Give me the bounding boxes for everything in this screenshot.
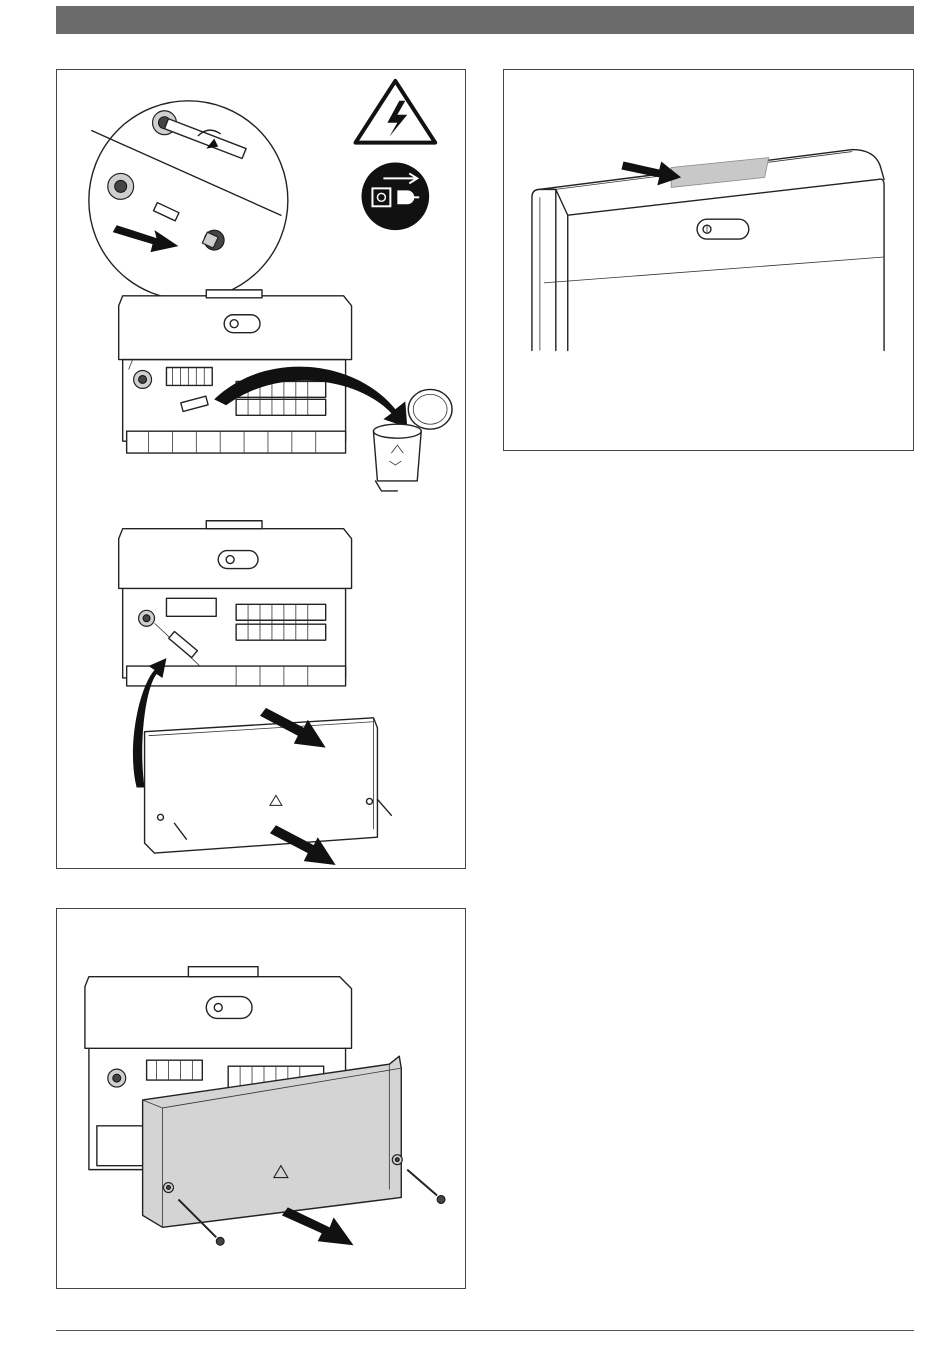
warning-high-voltage-icon	[356, 81, 436, 143]
page-header-bar	[56, 6, 914, 34]
figure-type-label-location	[503, 69, 914, 451]
pull-arrow-icon	[113, 225, 179, 252]
controller-unit-cover	[119, 521, 392, 853]
figure-cover-mounting	[56, 908, 466, 1289]
screw-icon-right	[407, 1170, 445, 1204]
page-footer-rule	[56, 1330, 914, 1331]
fuse-replacement-illustration	[57, 70, 465, 868]
controller-housing-top	[532, 150, 884, 351]
push-cover-arrow-icon	[282, 1207, 354, 1245]
disconnect-mains-plug-icon	[362, 163, 430, 231]
type-label-area	[671, 158, 768, 188]
cover-mounting-illustration	[57, 909, 465, 1288]
type-label-illustration	[504, 70, 913, 450]
figure-fuse-replacement	[56, 69, 466, 869]
